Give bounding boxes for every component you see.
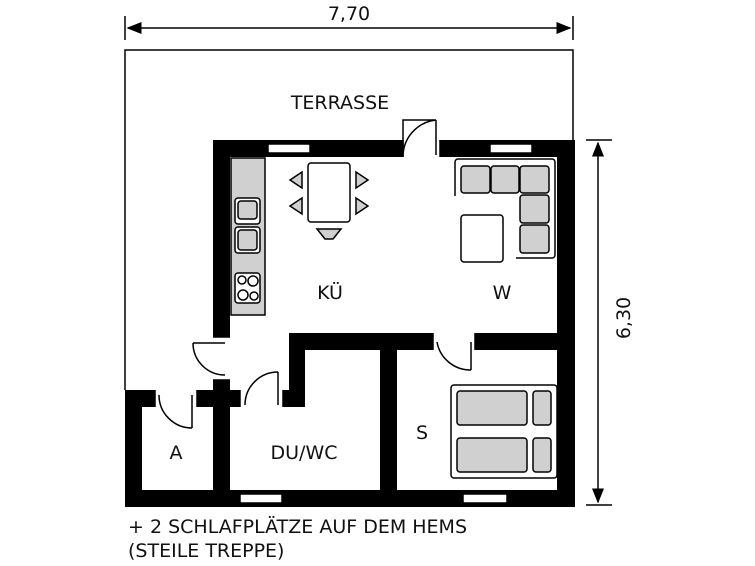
room-label-storage: A — [170, 442, 183, 464]
beds — [450, 384, 558, 479]
kitchen-counter — [230, 157, 266, 316]
depth-dimension: 6,30 — [586, 139, 635, 506]
terrace-outline — [124, 49, 574, 390]
windows — [239, 143, 533, 504]
room-label-bathroom: DU/WC — [271, 442, 338, 464]
room-label-terrace: TERRASSE — [290, 92, 389, 114]
width-dimension: 7,70 — [124, 3, 574, 40]
depth-label: 6,30 — [613, 297, 635, 339]
room-label-kitchen: KÜ — [317, 281, 343, 304]
coffee-table — [460, 214, 504, 263]
doors — [154, 119, 476, 429]
room-label-living: W — [493, 282, 512, 304]
dining-table — [288, 162, 370, 240]
width-label: 7,70 — [328, 3, 370, 25]
room-label-bedroom: S — [416, 422, 428, 444]
note-line-2: (STEILE TREPPE) — [128, 540, 284, 562]
note-line-1: + 2 SCHLAFPLÄTZE AUF DEM HEMS — [128, 515, 467, 538]
